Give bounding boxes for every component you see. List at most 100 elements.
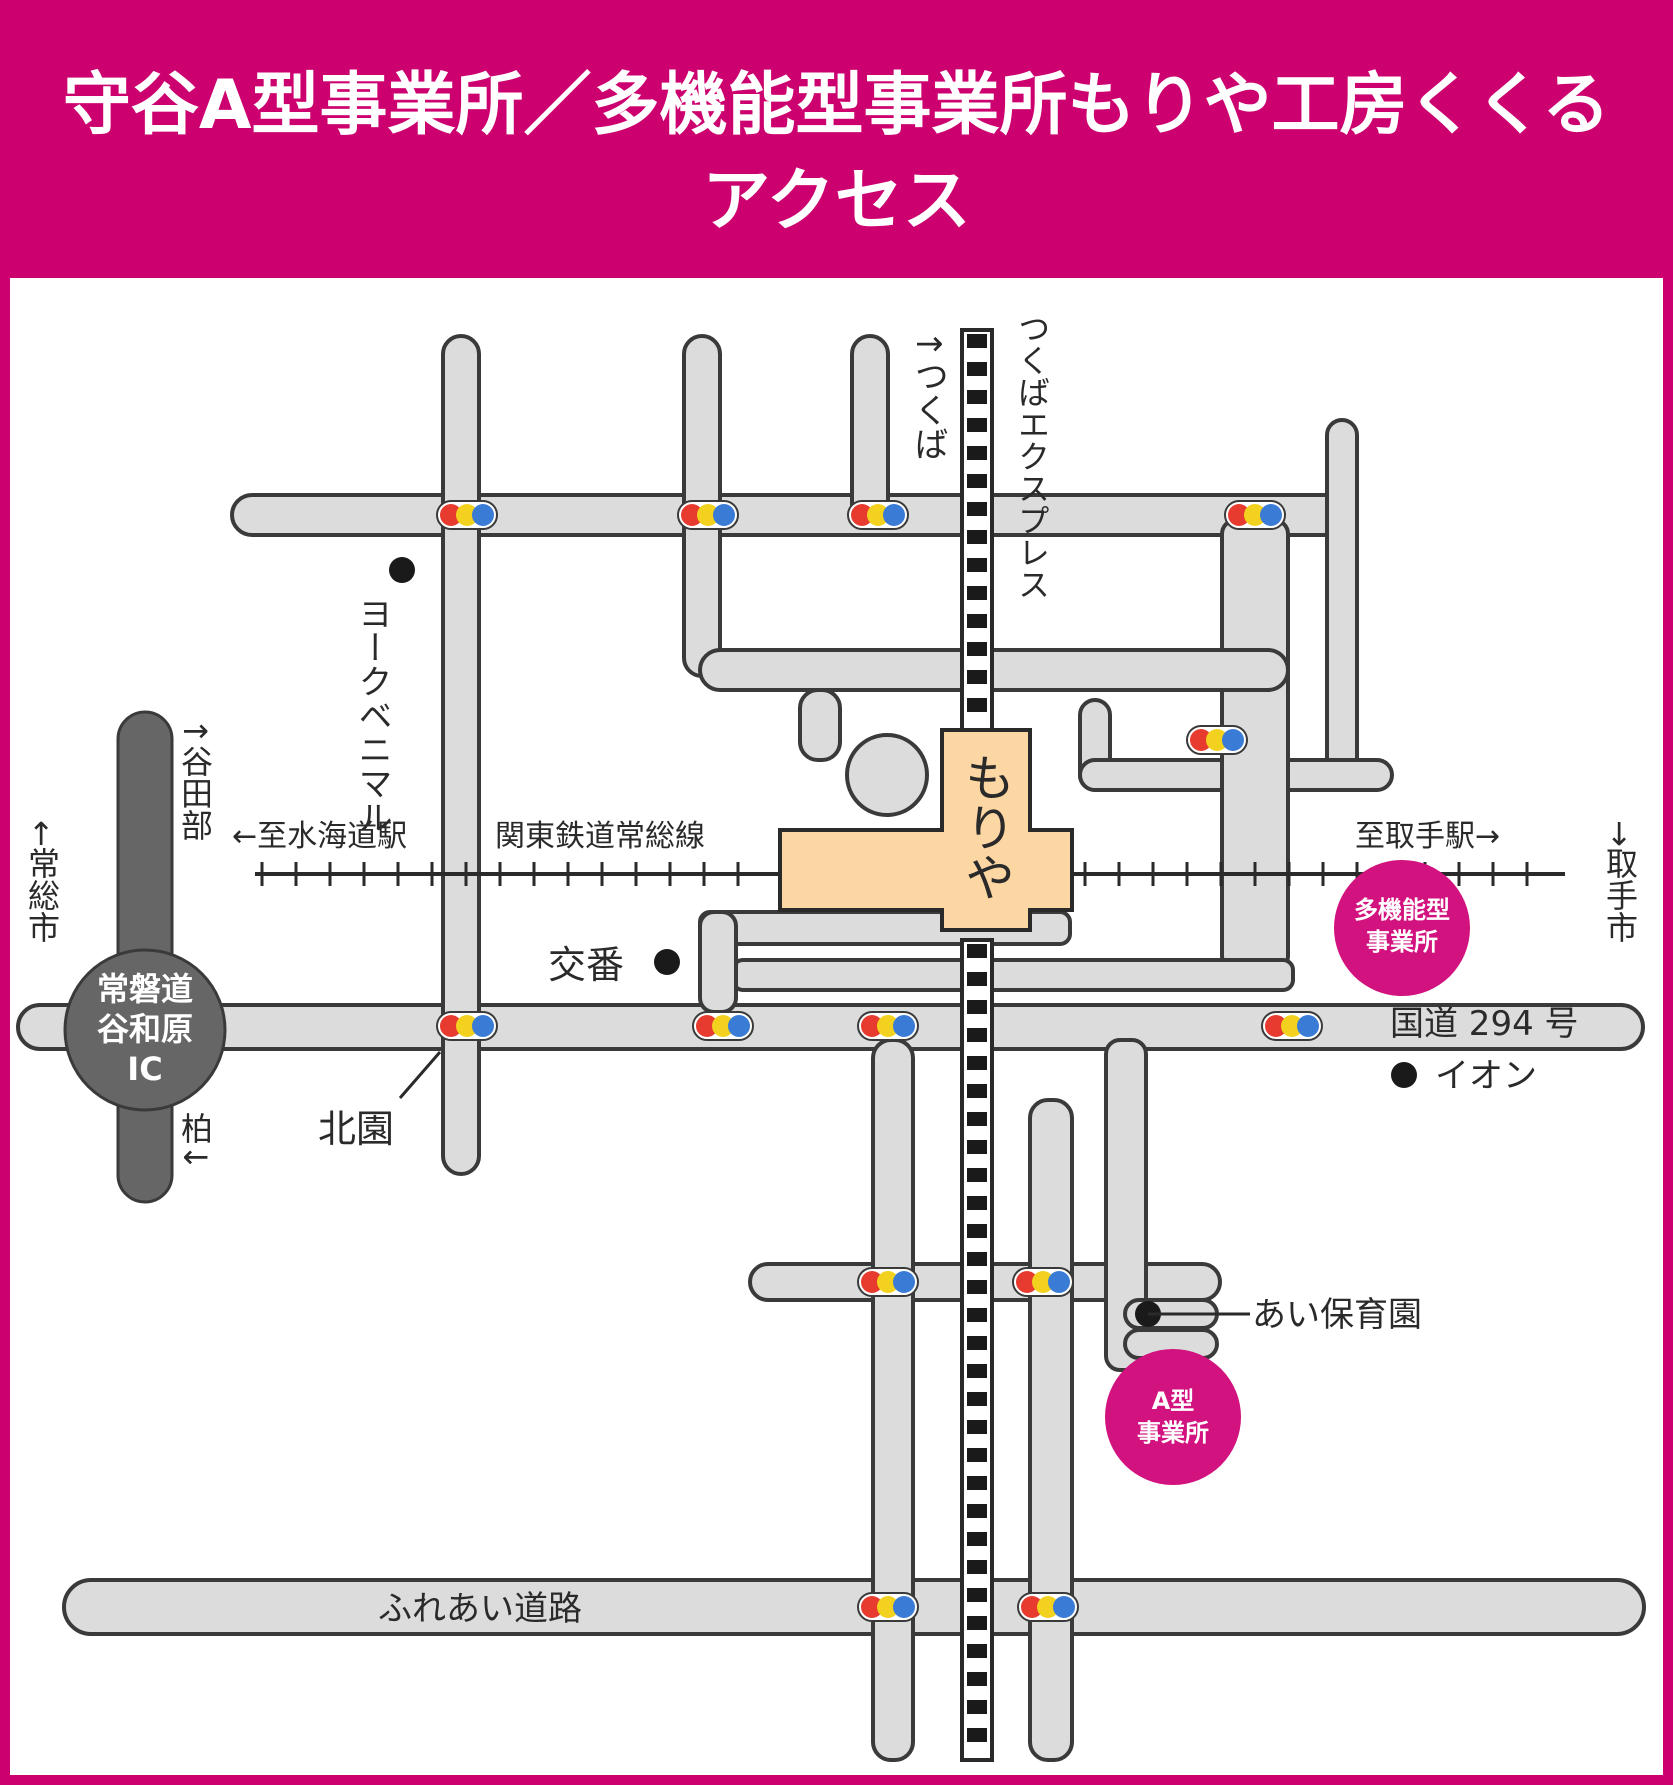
signal-blue-light bbox=[472, 504, 494, 526]
road-route-294 bbox=[16, 1003, 1645, 1051]
tsukuba-express bbox=[960, 328, 994, 1762]
landmarks: ヨークベニマル 交番 北園 イオン あい保育園 bbox=[318, 557, 1537, 1335]
route-294-label: 国道 294 号 bbox=[1390, 1004, 1579, 1044]
traffic-signal bbox=[692, 1011, 754, 1041]
signal-yellow-light bbox=[1206, 729, 1228, 751]
koban-dot bbox=[654, 949, 680, 975]
signal-red-light bbox=[1190, 729, 1212, 751]
signal-yellow-light bbox=[456, 1015, 478, 1037]
york-benimaru-label: ヨークベニマル bbox=[352, 596, 392, 834]
multi-marker-line2: 事業所 bbox=[1366, 928, 1438, 956]
signal-yellow-light bbox=[456, 504, 478, 526]
traffic-signal bbox=[1186, 725, 1248, 755]
aeon-label: イオン bbox=[1435, 1056, 1537, 1096]
station-building bbox=[778, 728, 1074, 932]
traffic-signal bbox=[857, 1267, 919, 1297]
signal-red-light bbox=[861, 1015, 883, 1037]
signal-red-light bbox=[440, 1015, 462, 1037]
page-header: 守谷A型事業所／多機能型事業所もりや工房くくる アクセス bbox=[10, 10, 1663, 278]
to-kashiwa-label: 柏↓ bbox=[176, 1112, 214, 1171]
road-roundabout bbox=[845, 733, 929, 817]
traffic-signal bbox=[1017, 1592, 1079, 1622]
traffic-signal bbox=[1261, 1011, 1323, 1041]
signal-blue-light bbox=[1297, 1015, 1319, 1037]
signal-red-light bbox=[696, 1015, 718, 1037]
signal-yellow-light bbox=[1281, 1015, 1303, 1037]
multi-function-office-marker[interactable]: 多機能型 事業所 bbox=[1334, 860, 1470, 996]
road-roundabout-stem bbox=[798, 688, 842, 762]
rail-line-label: 関東鉄道常総線 bbox=[495, 819, 705, 854]
to-yatabe-label: ↑谷田部 bbox=[176, 718, 214, 841]
traffic-signal bbox=[1012, 1267, 1074, 1297]
road-network bbox=[16, 334, 1646, 1762]
signal-yellow-light bbox=[1037, 1596, 1059, 1618]
signal-blue-light bbox=[1222, 729, 1244, 751]
signal-red-light bbox=[1228, 504, 1250, 526]
station-label: もりや bbox=[957, 752, 1015, 902]
traffic-signal bbox=[436, 500, 498, 530]
traffic-signal bbox=[677, 500, 739, 530]
type-a-marker-line1: A型 bbox=[1152, 1387, 1195, 1415]
signal-red-light bbox=[1021, 1596, 1043, 1618]
signal-red-light bbox=[1016, 1271, 1038, 1293]
signal-yellow-light bbox=[1032, 1271, 1054, 1293]
road-koban-branch-2 bbox=[731, 958, 1295, 992]
traffic-signals bbox=[436, 500, 1323, 1622]
signal-red-light bbox=[861, 1596, 883, 1618]
moriya-station: もりや bbox=[778, 728, 1074, 932]
kitazono-label: 北園 bbox=[318, 1107, 394, 1151]
signal-yellow-light bbox=[877, 1015, 899, 1037]
ai-nursery-label: あい保育園 bbox=[1252, 1295, 1422, 1335]
signal-blue-light bbox=[728, 1015, 750, 1037]
signal-red-light bbox=[1265, 1015, 1287, 1037]
to-toride-city-label: →取手市 bbox=[1601, 820, 1639, 943]
type-a-marker-line2: 事業所 bbox=[1137, 1419, 1209, 1447]
signal-red-light bbox=[440, 504, 462, 526]
aeon-dot bbox=[1391, 1062, 1417, 1088]
signal-yellow-light bbox=[877, 1271, 899, 1293]
signal-yellow-light bbox=[877, 1596, 899, 1618]
to-tsukuba-label: ↑つくば bbox=[908, 330, 948, 461]
type-a-marker-circle[interactable] bbox=[1105, 1349, 1241, 1485]
signal-blue-light bbox=[893, 1015, 915, 1037]
signal-blue-light bbox=[893, 1271, 915, 1293]
type-a-office-marker[interactable]: A型 事業所 bbox=[1105, 1349, 1241, 1485]
ic-label-line1: 常磐道 bbox=[97, 970, 193, 1008]
signal-yellow-light bbox=[712, 1015, 734, 1037]
traffic-signal bbox=[857, 1011, 919, 1041]
road-south-east-vertical bbox=[1028, 1098, 1074, 1762]
road-vertical-west bbox=[441, 334, 481, 1176]
traffic-signal bbox=[1224, 500, 1286, 530]
signal-blue-light bbox=[883, 504, 905, 526]
ic-label-line2: 谷和原 bbox=[97, 1010, 193, 1048]
road-vertical-mid bbox=[850, 334, 890, 528]
signal-yellow-light bbox=[697, 504, 719, 526]
road-south-west-vertical bbox=[871, 1038, 915, 1762]
signal-blue-light bbox=[893, 1596, 915, 1618]
signal-blue-light bbox=[713, 504, 735, 526]
to-mitsukaido-label: ←至水海道駅 bbox=[232, 819, 407, 854]
signal-blue-light bbox=[1048, 1271, 1070, 1293]
signal-red-light bbox=[681, 504, 703, 526]
ic-label-line3: IC bbox=[127, 1050, 162, 1088]
traffic-signal bbox=[847, 500, 909, 530]
signal-red-light bbox=[851, 504, 873, 526]
road-north-east-west bbox=[230, 493, 1354, 537]
road-vertical-east bbox=[1325, 418, 1359, 792]
york-benimaru-dot bbox=[389, 557, 415, 583]
signal-blue-light bbox=[472, 1015, 494, 1037]
fureai-road-label: ふれあい道路 bbox=[378, 1589, 582, 1629]
signal-red-light bbox=[861, 1271, 883, 1293]
traffic-signal bbox=[436, 1011, 498, 1041]
koban-label: 交番 bbox=[548, 943, 624, 987]
road-koban-vertical bbox=[698, 910, 738, 1014]
traffic-signal bbox=[857, 1592, 919, 1622]
signal-yellow-light bbox=[1244, 504, 1266, 526]
road-fureai bbox=[62, 1578, 1646, 1636]
signal-blue-light bbox=[1053, 1596, 1075, 1618]
ic-circle bbox=[63, 948, 227, 1112]
express-line-label: つくばエクスプレス bbox=[1013, 312, 1051, 600]
to-toride-station-label: 至取手駅→ bbox=[1355, 819, 1500, 854]
multi-marker-circle[interactable] bbox=[1334, 860, 1470, 996]
